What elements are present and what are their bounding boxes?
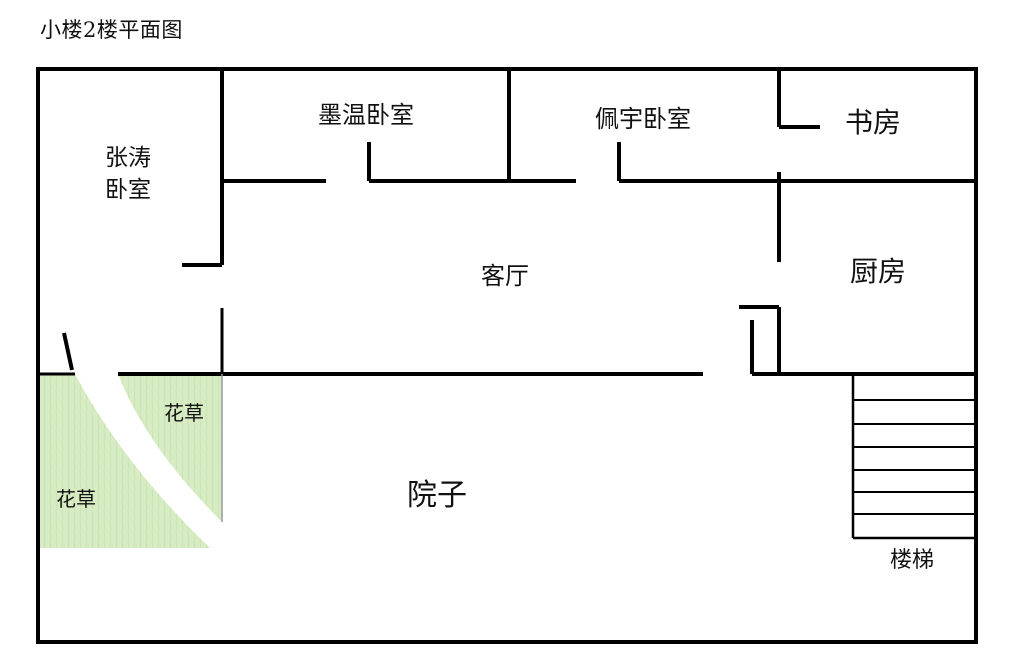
room-label-kitchen: 厨房 xyxy=(850,255,906,288)
wall-door-slant xyxy=(62,332,74,371)
walls xyxy=(36,67,978,644)
room-label-study: 书房 xyxy=(845,106,901,139)
room-label-peiyu: 佩宇卧室 xyxy=(595,105,691,133)
plan-title: 小楼2楼平面图 xyxy=(40,18,183,42)
room-label-zhangtao-line1: 张涛 xyxy=(105,145,151,171)
garden-area xyxy=(40,374,222,548)
room-label-garden-right: 花草 xyxy=(164,401,204,425)
room-label-mowen: 墨温卧室 xyxy=(318,101,414,129)
room-label-courtyard: 院子 xyxy=(407,478,467,513)
room-label-zhangtao-line2: 卧室 xyxy=(105,177,151,203)
room-label-stairs: 楼梯 xyxy=(890,548,934,573)
stairs xyxy=(851,374,976,540)
room-label-garden-left: 花草 xyxy=(56,487,96,511)
room-label-living: 客厅 xyxy=(481,262,529,290)
